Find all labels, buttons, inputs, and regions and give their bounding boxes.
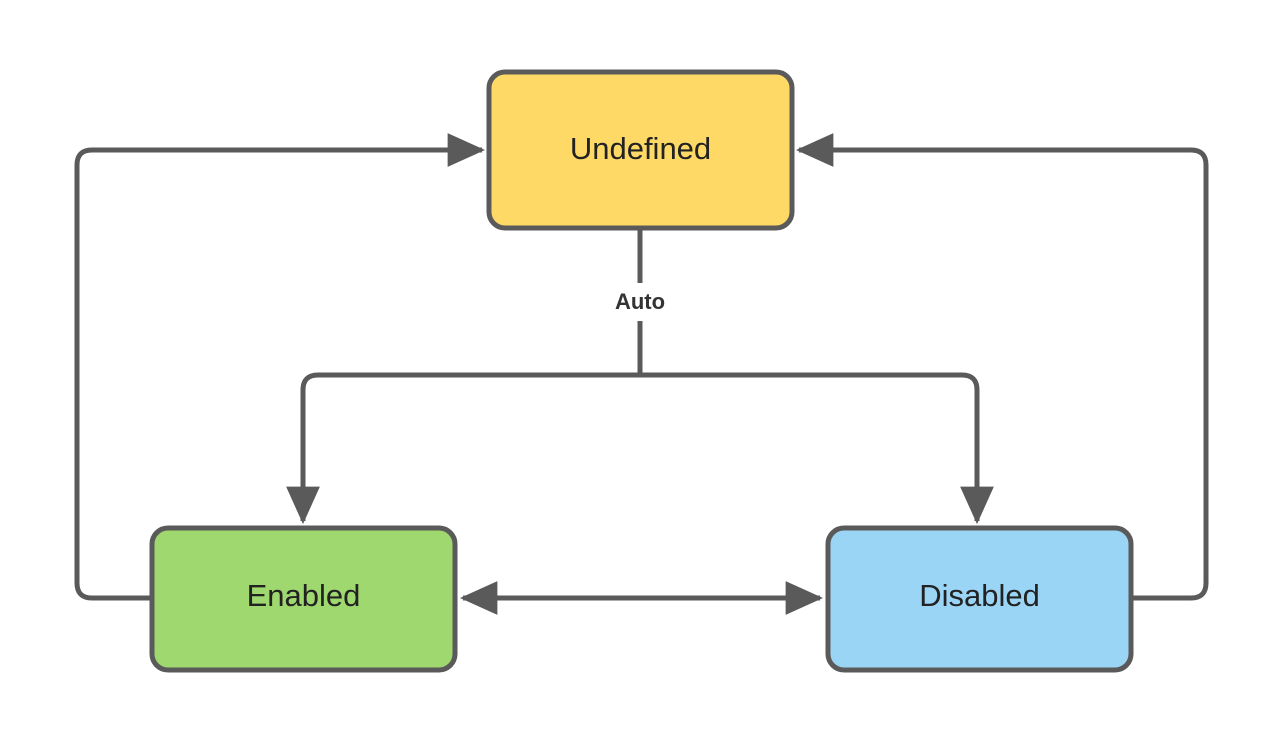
edge-label-auto: Auto: [615, 289, 665, 314]
node-undefined-label: Undefined: [570, 131, 711, 166]
edge-fork-to-disabled: [640, 372, 994, 525]
edge-disabled-to-undefined: [795, 133, 1209, 601]
node-undefined[interactable]: Undefined: [486, 69, 795, 231]
node-undefined-shape[interactable]: [486, 69, 795, 231]
node-disabled[interactable]: Disabled: [825, 525, 1134, 673]
node-enabled[interactable]: Enabled: [149, 525, 458, 673]
node-disabled-shape[interactable]: [825, 525, 1134, 673]
edge-label-auto-background: [596, 283, 684, 321]
edge-enabled-to-undefined: [74, 133, 486, 601]
edge-fork-to-enabled: [286, 372, 640, 525]
node-enabled-label: Enabled: [247, 578, 361, 613]
node-disabled-label: Disabled: [919, 578, 1040, 613]
node-enabled-shape[interactable]: [149, 525, 458, 673]
edge-label-auto-group: Auto: [596, 283, 684, 321]
